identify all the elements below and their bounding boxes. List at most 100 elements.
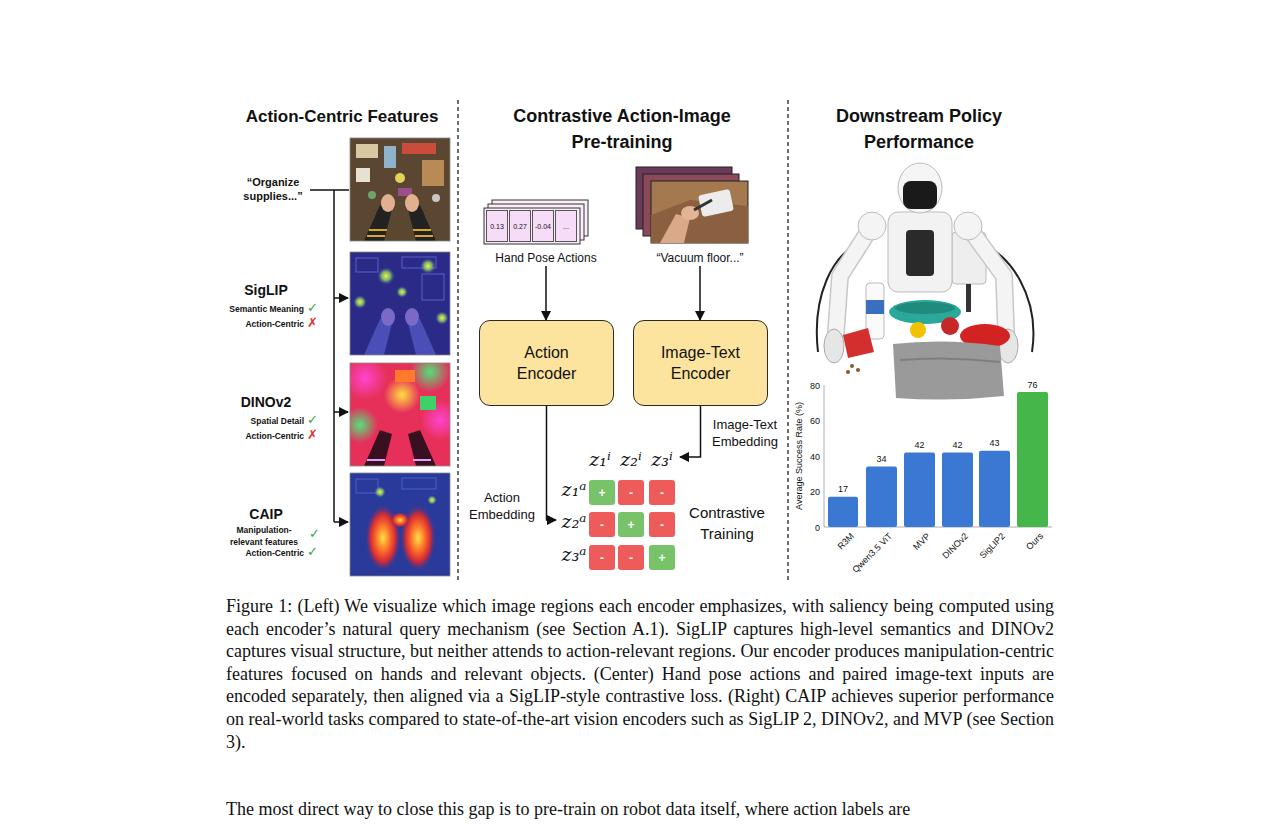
math-symbol: z₂ᵃ	[562, 511, 587, 533]
rgb-image	[422, 160, 444, 186]
node-text: -0.04	[535, 223, 551, 230]
bar-chart	[979, 451, 1010, 527]
prompt-text: “Organize supplies...”	[236, 175, 310, 203]
image-frame	[350, 138, 450, 576]
node-text: 0.27	[513, 223, 527, 230]
image-frame	[350, 138, 450, 241]
check-mark: ✓	[309, 527, 320, 542]
rgb-image	[395, 173, 405, 183]
caip-saliency-map	[390, 512, 410, 528]
math-symbol: z₃ᵃ	[562, 544, 587, 566]
encoder-name: CAIP	[249, 506, 282, 522]
node-text: +	[598, 486, 605, 500]
bar-value: 76	[1027, 380, 1037, 390]
node-text: -	[629, 551, 633, 565]
panel-title: Downstream Policy Performance	[804, 103, 1034, 155]
video-frame-stack	[698, 189, 734, 217]
siglip-saliency-map	[350, 252, 450, 355]
rgb-image	[350, 138, 450, 241]
node-text: “Vacuum floor...”	[634, 251, 766, 266]
node-text: Image-Text Encoder	[655, 342, 747, 384]
panel-separator	[787, 100, 788, 580]
caip-saliency-map	[427, 495, 437, 505]
matrix-cell: -	[618, 480, 644, 505]
siglip-saliency-map	[381, 308, 395, 326]
dinov2-feature-map	[350, 407, 378, 443]
bar-value: 34	[876, 454, 886, 464]
input-group: Hand Pose Actions0.130.27-0.04...	[480, 198, 612, 266]
matrix-cell: -	[649, 512, 675, 537]
panel-separator	[457, 100, 458, 580]
rgb-image	[368, 191, 376, 199]
bar-value: 43	[989, 438, 999, 448]
node-text: +	[627, 518, 634, 532]
matrix-cell: +	[618, 512, 644, 537]
similarity-matrix: Contrastive Training+---+---+	[556, 446, 680, 574]
dinov2-feature-map	[350, 363, 450, 466]
rgb-image	[350, 138, 450, 241]
category-label: DINOv2	[940, 531, 970, 561]
input-group: “Vacuum floor...”	[634, 160, 766, 266]
robot-illustration	[895, 302, 955, 314]
matrix-cell: +	[589, 480, 615, 505]
rgb-image	[413, 230, 433, 236]
dinov2-feature-map	[395, 370, 415, 382]
caip-saliency-map	[374, 486, 386, 498]
robot-illustration	[856, 368, 860, 372]
action-value-cell: -0.04	[532, 210, 554, 242]
panel-title: Contrastive Action-Image Pre-training	[497, 103, 747, 155]
bar-chart	[1017, 392, 1048, 527]
robot-illustration	[893, 341, 1004, 399]
category-label: SigLIP2	[978, 531, 1008, 561]
robot-illustration	[843, 328, 874, 358]
robot-illustration	[836, 232, 868, 332]
siglip-saliency-map	[353, 295, 367, 309]
tick-label: 40	[810, 452, 820, 462]
robot-illustration	[846, 370, 850, 374]
robot-illustration	[972, 232, 1006, 332]
matrix-cell: -	[618, 545, 644, 570]
image-frame	[350, 252, 450, 355]
bracket-lines	[310, 189, 349, 191]
image-frame	[350, 473, 450, 576]
bar-chart	[824, 385, 825, 527]
siglip-saliency-map	[420, 258, 436, 274]
encoder-name: SigLIP	[244, 282, 288, 298]
video-frame-stack	[636, 167, 748, 243]
robot-illustration	[866, 300, 884, 314]
image-frame	[350, 363, 450, 466]
dinov2-feature-map	[367, 459, 431, 461]
math-symbol: z₂ⁱ	[620, 449, 641, 471]
property-text: Action-Centric	[245, 549, 304, 559]
body-text: The most direct way to close this gap is…	[226, 799, 910, 820]
axis-title: Average Success Rate (%)	[794, 402, 804, 510]
category-label: Ours	[1024, 531, 1045, 552]
node-text: -	[600, 518, 604, 532]
bar-value: 42	[914, 440, 924, 450]
figure-caption: Figure 1: (Left) We visualize which imag…	[226, 595, 1054, 753]
siglip-saliency-map	[435, 311, 449, 325]
bracket-lines	[334, 297, 348, 299]
rgb-image	[384, 146, 396, 168]
bar-chart	[942, 452, 973, 527]
dinov2-feature-map	[420, 396, 436, 410]
caip-saliency-map	[350, 473, 450, 576]
bracket-lines	[334, 411, 348, 413]
robot-illustration	[966, 284, 971, 312]
node-text: -	[629, 486, 633, 500]
node-text: ...	[563, 223, 569, 230]
property-text: Spatial Detail	[251, 417, 304, 427]
siglip-saliency-map	[350, 252, 450, 355]
encoder-box: Action Encoder	[479, 320, 614, 406]
robot-illustration	[858, 212, 886, 240]
encoder-box: Image-Text Encoder	[633, 320, 768, 406]
connector-arrow	[545, 266, 547, 320]
tick-label: 80	[810, 381, 820, 391]
bar-chart	[904, 452, 935, 527]
node-text: Hand Pose Actions	[480, 251, 612, 266]
video-frame-stack	[651, 181, 748, 243]
robot-illustration	[954, 212, 982, 240]
siglip-saliency-map	[356, 258, 378, 272]
action-value-cell: ...	[555, 210, 577, 242]
dinov2-feature-map	[384, 377, 420, 413]
